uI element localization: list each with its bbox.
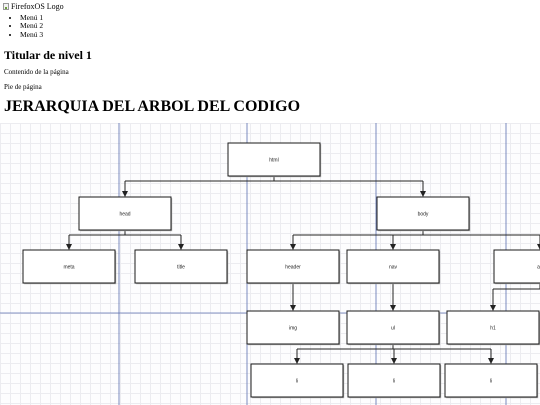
- node-label-li2: li: [393, 378, 395, 384]
- logo-alt-text: FirefoxOS Logo: [11, 2, 64, 11]
- node-box-h1: [446, 310, 540, 345]
- node-box-header: [246, 249, 340, 284]
- page-content-text: Contenido de la página: [4, 68, 69, 76]
- node-label-li3: li: [490, 378, 492, 384]
- node-label-meta: meta: [63, 264, 74, 270]
- node-label-html: html: [269, 157, 278, 163]
- node-label-head: head: [119, 211, 130, 217]
- node-box-body: [376, 196, 470, 231]
- page-footer-text: Pie de página: [4, 83, 42, 91]
- node-box-li2: [347, 363, 441, 398]
- section-title: JERARQUIA DEL ARBOL DEL CODIGO: [4, 98, 301, 115]
- node-label-body: body: [418, 211, 429, 217]
- tree-diagram-svg: html head body meta title header nav art img ul h1…: [0, 123, 540, 405]
- tree-diagram: html head body meta title header nav art img ul h1…: [0, 123, 540, 405]
- menu-item: Menú 3: [20, 30, 43, 39]
- firefoxos-logo: FirefoxOS Logo: [3, 2, 64, 11]
- page-heading: Titular de nivel 1: [4, 48, 92, 62]
- node-box-li3: [444, 363, 538, 398]
- menu-item: Menú 1: [20, 13, 43, 22]
- node-label-h1: h1: [490, 325, 496, 331]
- node-box-ul: [346, 310, 440, 345]
- node-label-header: header: [285, 264, 301, 270]
- broken-image-icon: [3, 3, 9, 10]
- node-box-li1: [250, 363, 344, 398]
- node-label-li1: li: [296, 378, 298, 384]
- menu-item: Menú 2: [20, 21, 43, 30]
- node-label-ul: ul: [391, 325, 395, 331]
- node-box-img: [246, 310, 340, 345]
- menu-list: Menú 1 Menú 2 Menú 3: [6, 13, 43, 39]
- node-label-nav: nav: [389, 264, 398, 270]
- node-box-head: [78, 196, 172, 231]
- node-box-nav: [346, 249, 440, 284]
- node-box-article: [493, 249, 540, 284]
- connector-line: [493, 283, 540, 290]
- node-box-title: [134, 249, 228, 284]
- node-box-html: [227, 142, 321, 177]
- node-box-meta: [22, 249, 116, 284]
- node-label-img: img: [289, 325, 297, 331]
- node-label-title: title: [177, 264, 185, 270]
- node-label-article: art: [537, 264, 540, 270]
